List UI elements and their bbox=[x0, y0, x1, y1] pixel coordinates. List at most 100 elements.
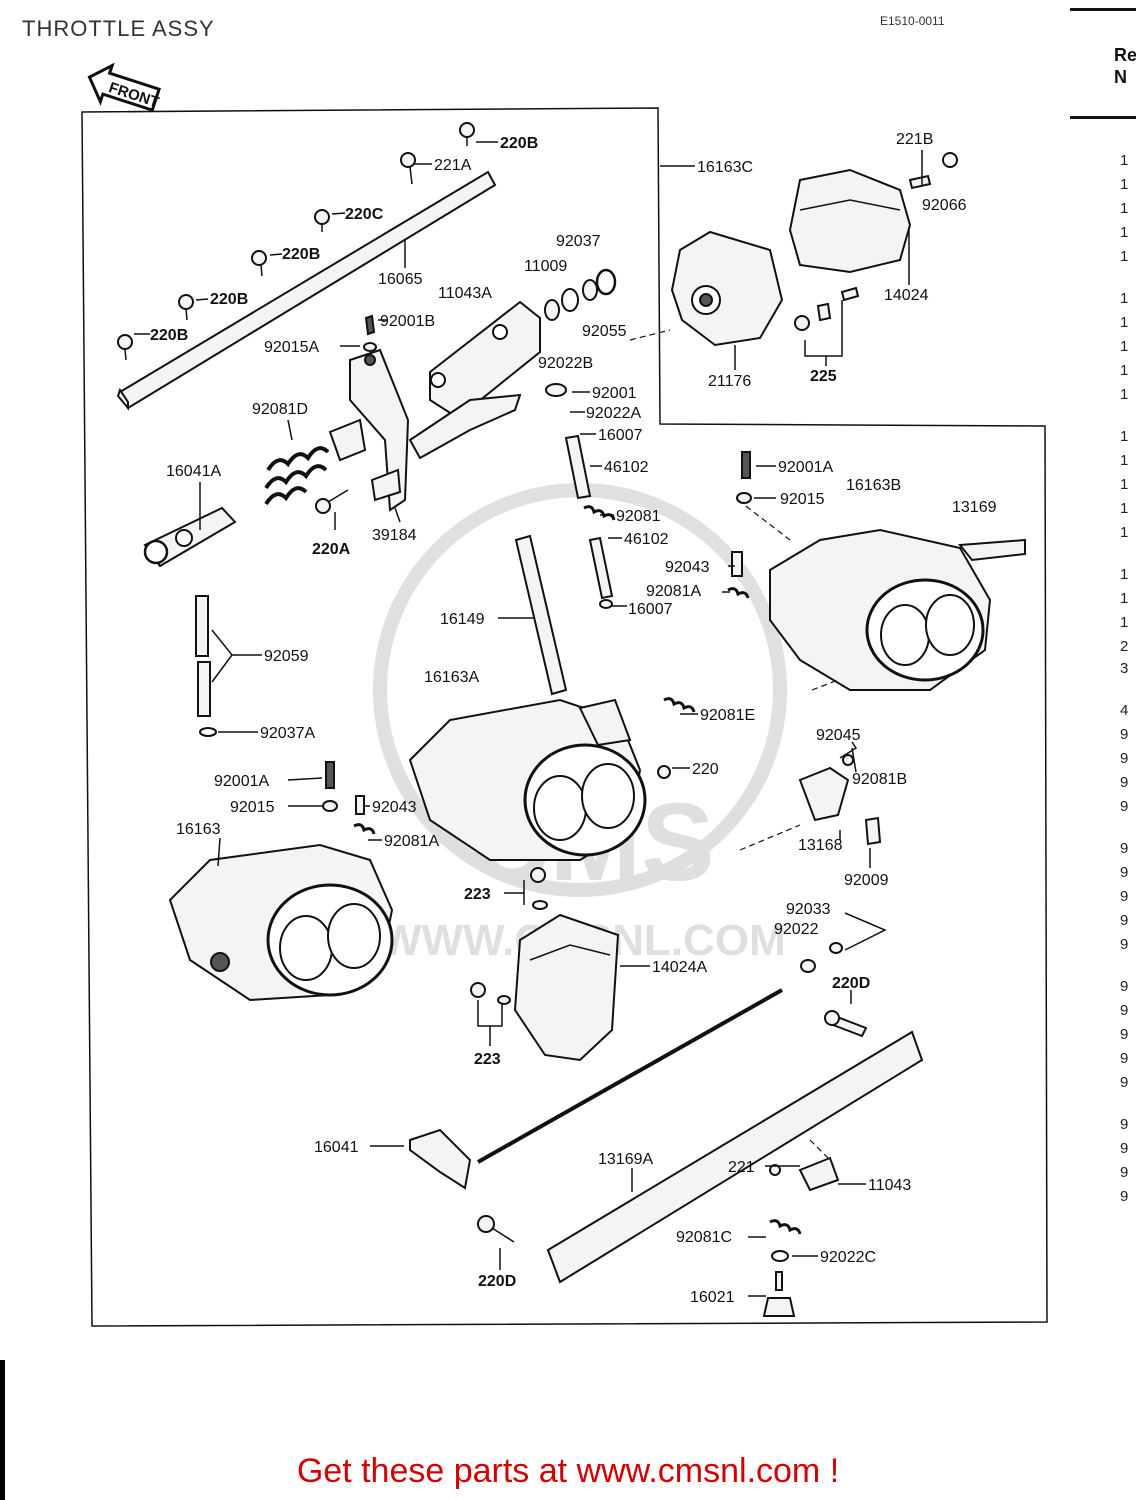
ref-number: 9 bbox=[1120, 1116, 1129, 1133]
label-16041: 16041 bbox=[314, 1139, 359, 1156]
label-11043: 11043 bbox=[868, 1177, 911, 1194]
ref-table-top-rule bbox=[1070, 8, 1136, 11]
label-92009: 92009 bbox=[844, 872, 889, 889]
label-220B-4: 220B bbox=[150, 327, 188, 344]
label-46102-1: 46102 bbox=[604, 459, 649, 476]
label-16163A: 16163A bbox=[424, 669, 479, 686]
lever-39184 bbox=[328, 348, 410, 512]
bracket-11043A bbox=[408, 300, 541, 460]
ref-number: 1 bbox=[1120, 476, 1129, 493]
label-13169: 13169 bbox=[952, 499, 997, 516]
ref-number: 1 bbox=[1120, 314, 1129, 331]
label-92022A: 92022A bbox=[586, 405, 641, 422]
label-220A: 220A bbox=[312, 541, 351, 558]
cover-14024A bbox=[513, 913, 620, 1062]
ref-number: 1 bbox=[1120, 290, 1129, 307]
label-92001B: 92001B bbox=[380, 313, 435, 330]
shaft-16149 bbox=[514, 534, 568, 696]
lower-small-parts bbox=[477, 1156, 840, 1317]
label-92045: 92045 bbox=[816, 727, 861, 744]
page-title: THROTTLE ASSY bbox=[22, 16, 215, 41]
label-92066: 92066 bbox=[922, 197, 967, 214]
part-labels: 220B 221A 220C 220B 16065 220B 220B 1616… bbox=[150, 131, 997, 1306]
ref-number: 1 bbox=[1120, 362, 1129, 379]
throttle-body-16163B bbox=[769, 528, 1026, 691]
label-16041A: 16041A bbox=[166, 463, 221, 480]
ref-number: 1 bbox=[1120, 452, 1129, 469]
ref-number: 4 bbox=[1120, 702, 1129, 719]
label-92043-1: 92043 bbox=[665, 559, 710, 576]
ref-number: 9 bbox=[1120, 840, 1129, 857]
ref-number: 1 bbox=[1120, 590, 1129, 607]
label-16007-1: 16007 bbox=[598, 427, 643, 444]
label-92022: 92022 bbox=[774, 921, 819, 938]
throttle-body-16163A bbox=[408, 698, 647, 861]
sensor-21176 bbox=[670, 230, 784, 347]
label-223-1: 223 bbox=[464, 886, 491, 903]
label-92001: 92001 bbox=[592, 385, 637, 402]
ref-number: 1 bbox=[1120, 176, 1129, 193]
ref-number: 9 bbox=[1120, 774, 1129, 791]
label-92081C: 92081C bbox=[676, 1229, 732, 1246]
screw-220A bbox=[315, 489, 349, 514]
ref-number: 9 bbox=[1120, 864, 1129, 881]
label-16021: 16021 bbox=[690, 1289, 735, 1306]
label-221B: 221B bbox=[896, 131, 933, 148]
front-arrow-icon: FRONT bbox=[87, 62, 161, 113]
assembly-frame bbox=[81, 107, 1048, 1327]
label-92081A-1: 92081A bbox=[646, 583, 701, 600]
ref-number: 9 bbox=[1120, 750, 1129, 767]
ref-number: 1 bbox=[1120, 614, 1129, 631]
ref-number: 1 bbox=[1120, 152, 1129, 169]
label-92022C: 92022C bbox=[820, 1249, 876, 1266]
label-220B-2: 220B bbox=[282, 246, 320, 263]
ref-number: 1 bbox=[1120, 428, 1129, 445]
label-14024A: 14024A bbox=[652, 959, 707, 976]
footer-link[interactable]: Get these parts at www.cmsnl.com ! bbox=[296, 1452, 840, 1490]
label-92015-1: 92015 bbox=[780, 491, 825, 508]
label-220B-3: 220B bbox=[210, 291, 248, 308]
label-220: 220 bbox=[692, 761, 719, 778]
ref-number: 1 bbox=[1120, 338, 1129, 355]
nut-92015A bbox=[363, 342, 377, 352]
label-92022B: 92022B bbox=[538, 355, 593, 372]
pulley-16041A bbox=[143, 506, 237, 568]
rail-16065 bbox=[116, 170, 497, 411]
spring-92081D bbox=[264, 446, 330, 506]
throttle-body-16163 bbox=[168, 843, 394, 1002]
label-225: 225 bbox=[810, 368, 837, 385]
label-16163: 16163 bbox=[176, 821, 221, 838]
ref-number: 9 bbox=[1120, 936, 1129, 953]
ref-number: 9 bbox=[1120, 726, 1129, 743]
screws-225 bbox=[629, 286, 860, 341]
bracket-13168 bbox=[798, 754, 882, 846]
left-edge-bar bbox=[0, 1360, 5, 1500]
ref-number: 9 bbox=[1120, 888, 1129, 905]
ref-number: 9 bbox=[1120, 978, 1129, 995]
label-92015-2: 92015 bbox=[230, 799, 275, 816]
ref-table-header-rule bbox=[1070, 116, 1136, 119]
label-16163B: 16163B bbox=[846, 477, 901, 494]
label-92043-2: 92043 bbox=[372, 799, 417, 816]
label-92001A-2: 92001A bbox=[214, 773, 269, 790]
label-16065: 16065 bbox=[378, 271, 423, 288]
ref-table-header: Re N bbox=[1114, 44, 1136, 88]
rail-screws bbox=[117, 122, 475, 361]
label-16163C: 16163C bbox=[697, 159, 753, 176]
label-13169A: 13169A bbox=[598, 1151, 653, 1168]
rods-92059 bbox=[195, 595, 217, 737]
pin-stack-upper bbox=[545, 383, 616, 609]
ref-number: 9 bbox=[1120, 1026, 1129, 1043]
cover-14024 bbox=[788, 152, 958, 274]
ref-number: 9 bbox=[1120, 1050, 1129, 1067]
label-223-2: 223 bbox=[474, 1051, 501, 1068]
label-14024: 14024 bbox=[884, 287, 929, 304]
ref-number: 9 bbox=[1120, 1002, 1129, 1019]
label-220B-1: 220B bbox=[500, 135, 538, 152]
rod-16041 bbox=[409, 988, 783, 1190]
throttle-assy-diagram: CMS WWW.CMSNL.COM FRONT bbox=[81, 62, 1048, 1327]
label-92081B: 92081B bbox=[852, 771, 907, 788]
rail-13169A bbox=[546, 1030, 924, 1284]
label-92081A-2: 92081A bbox=[384, 833, 439, 850]
label-221A: 221A bbox=[434, 157, 472, 174]
